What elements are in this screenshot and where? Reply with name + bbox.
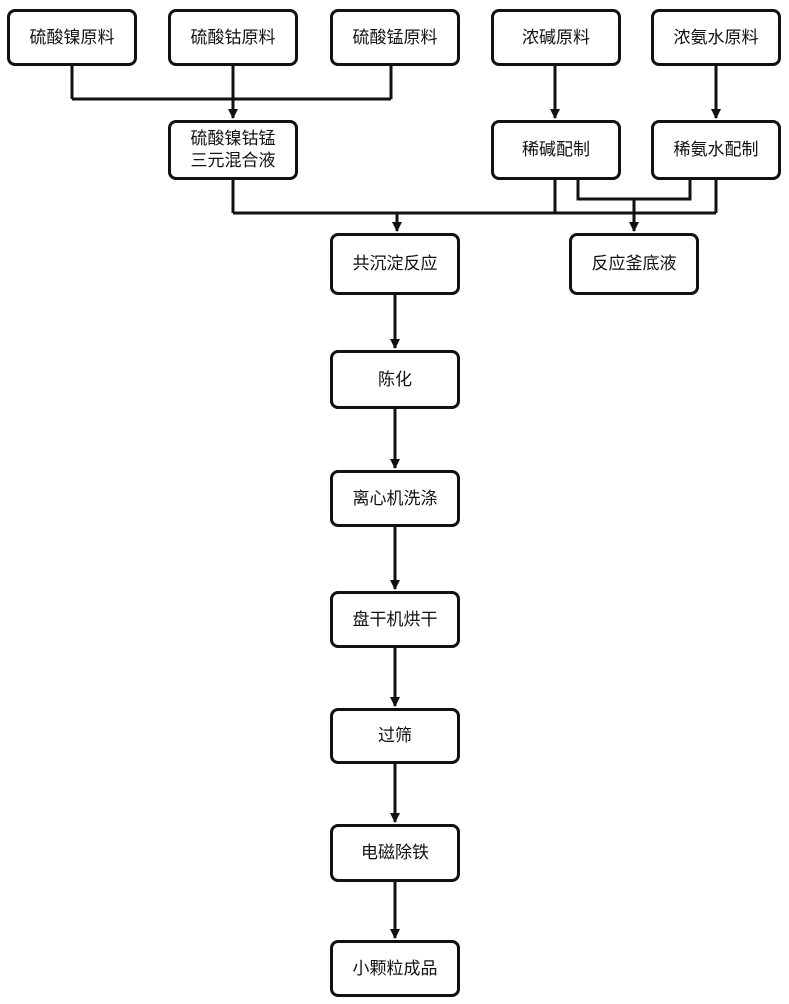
node-concentrated-alkali-raw: 浓碱原料 bbox=[491, 9, 621, 66]
connector-ammonia-to-base bbox=[634, 180, 690, 199]
node-disc-dryer-drying: 盘干机烘干 bbox=[330, 591, 460, 648]
node-dilute-alkali-prep: 稀碱配制 bbox=[491, 120, 621, 180]
node-reactor-base-liquid: 反应釜底液 bbox=[569, 233, 699, 295]
connector-alkali-to-base bbox=[578, 180, 634, 199]
node-cobalt-sulfate-raw: 硫酸钴原料 bbox=[168, 9, 298, 66]
node-manganese-sulfate-raw: 硫酸锰原料 bbox=[330, 9, 460, 66]
node-dilute-ammonia-prep: 稀氨水配制 bbox=[651, 120, 781, 180]
node-nickel-sulfate-raw: 硫酸镍原料 bbox=[7, 9, 137, 66]
node-concentrated-ammonia-raw: 浓氨水原料 bbox=[651, 9, 781, 66]
node-centrifuge-washing: 离心机洗涤 bbox=[330, 470, 460, 527]
node-sieving: 过筛 bbox=[330, 708, 460, 764]
node-electromagnetic-iron-removal: 电磁除铁 bbox=[330, 824, 460, 882]
node-coprecipitation: 共沉淀反应 bbox=[330, 233, 460, 295]
node-aging: 陈化 bbox=[330, 350, 460, 409]
node-ternary-mixed-solution: 硫酸镍钴锰 三元混合液 bbox=[168, 120, 298, 180]
node-small-particle-product: 小颗粒成品 bbox=[330, 940, 460, 997]
